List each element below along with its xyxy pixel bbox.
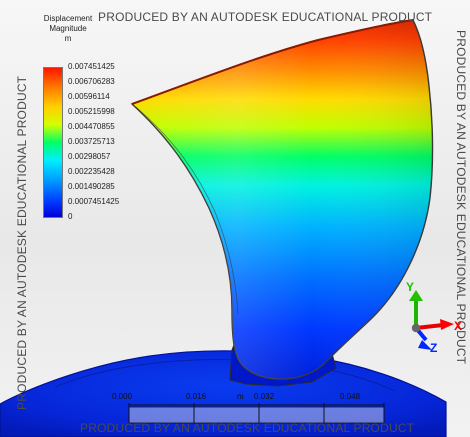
x-axis-label: X [454, 319, 463, 333]
watermark-top: PRODUCED BY AN AUTODESK EDUCATIONAL PROD… [98, 10, 433, 24]
legend-value-4: 0.004470855 [68, 122, 115, 131]
x-axis-arrow-icon [415, 323, 444, 330]
watermark-bottom: PRODUCED BY AN AUTODESK EDUCATIONAL PROD… [80, 421, 415, 435]
legend-title-line1: Displacement [43, 14, 93, 23]
blade-top-rim [131, 19, 414, 105]
z-axis-label: Z [430, 341, 438, 355]
legend-value-5: 0.003725713 [68, 137, 115, 146]
scale-tick-3: 0.048 [340, 392, 361, 401]
blade-left-edge-line [135, 106, 239, 315]
axis-triad[interactable]: Y X Z [398, 280, 462, 360]
legend-value-3: 0.005215998 [68, 107, 115, 116]
legend-value-6: 0.00298057 [68, 152, 111, 161]
blade-shading-overlay [132, 20, 433, 380]
legend-value-8: 0.001490285 [68, 182, 115, 191]
legend-unit: m [64, 34, 72, 43]
y-axis-label: Y [406, 280, 415, 294]
legend-value-0: 0.007451425 [68, 62, 115, 71]
legend-value-7: 0.002235428 [68, 167, 115, 176]
legend-title-line2: Magnitude [49, 24, 87, 33]
displacement-legend: Displacement Magnitude m 0.007451425 0.0… [24, 14, 129, 224]
legend-title: Displacement Magnitude m [40, 14, 96, 44]
scale-tick-2: 0.032 [254, 392, 275, 401]
legend-value-1: 0.006706283 [68, 77, 115, 86]
scale-bar: 0.000 0.016 m 0.032 0.048 [104, 392, 384, 426]
scale-tick-0: 0.000 [112, 392, 133, 401]
scale-unit: m [237, 392, 244, 401]
legend-color-bar [43, 67, 63, 218]
legend-value-9: 0.0007451425 [68, 197, 120, 206]
scale-tick-1: 0.016 [186, 392, 207, 401]
legend-value-2: 0.00596114 [68, 92, 110, 101]
legend-value-10: 0 [68, 212, 73, 221]
axis-triad-graphic [409, 290, 454, 350]
